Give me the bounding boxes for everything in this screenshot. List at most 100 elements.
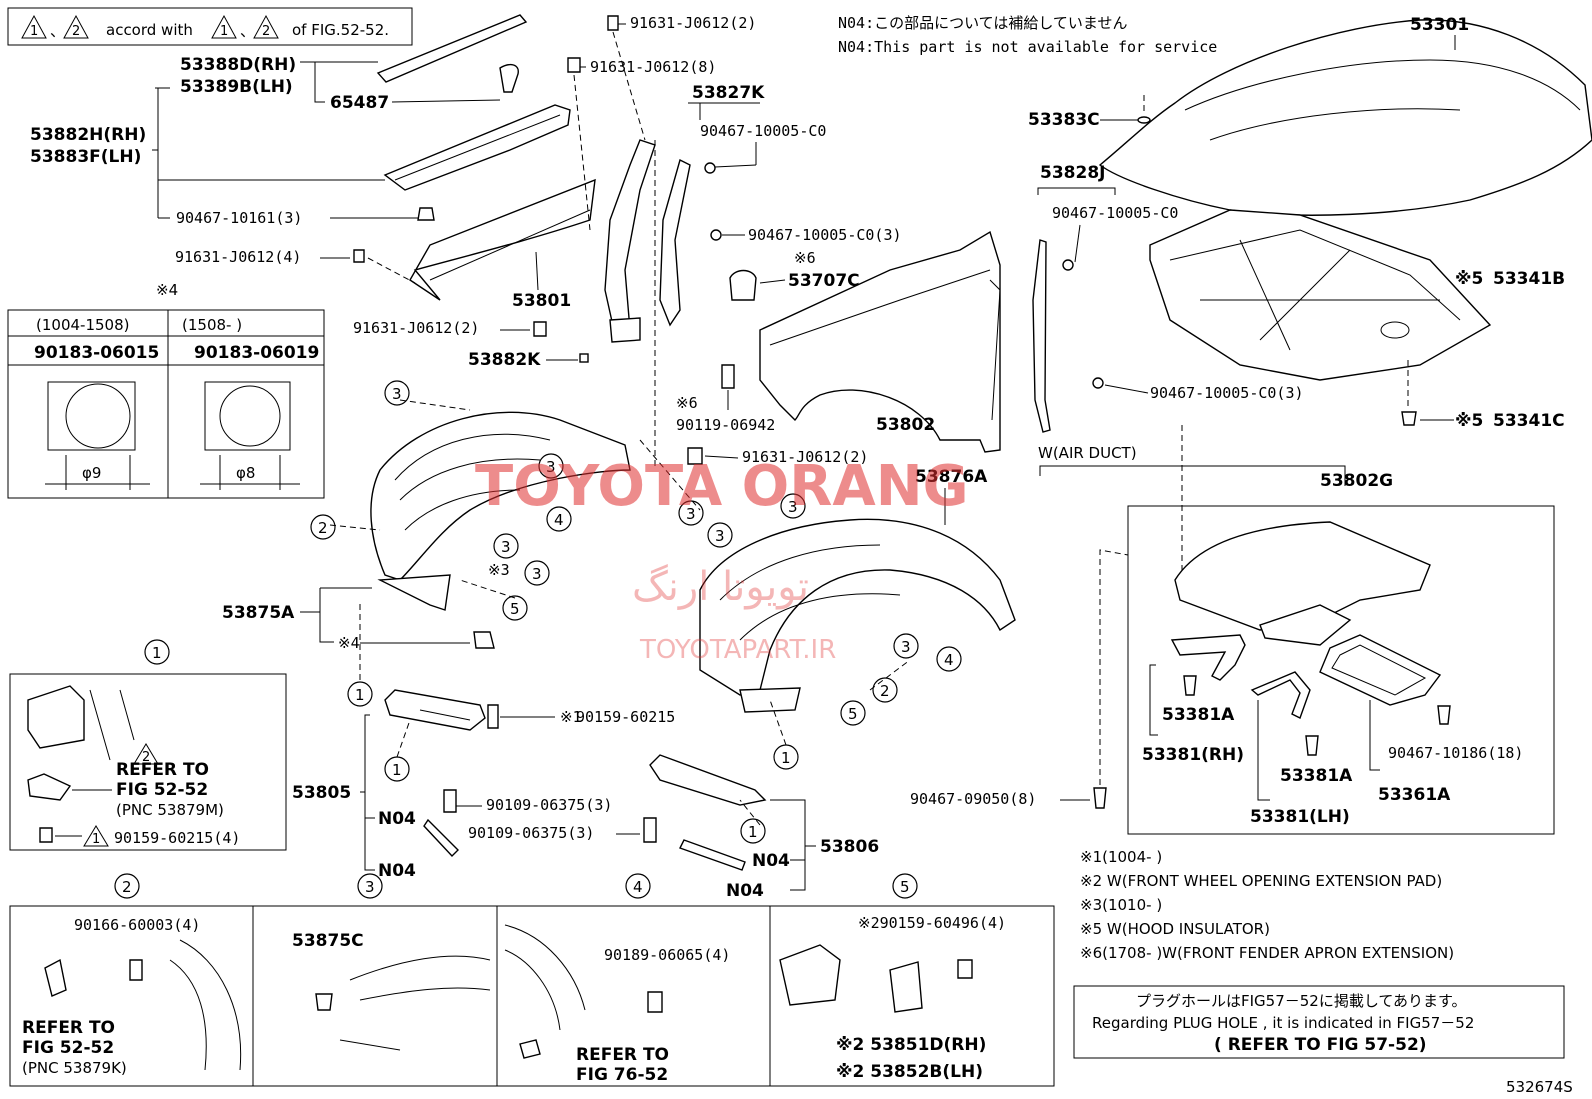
- clip-icon: [1092, 377, 1104, 389]
- bolt-icon: [487, 704, 499, 729]
- detail2-number: 2: [122, 878, 132, 896]
- fender-bracket: [604, 139, 656, 343]
- label-53381A-1: 53381A: [1162, 705, 1235, 725]
- triangle-1-number: 1: [30, 24, 38, 39]
- header-note: 1 、 2 accord with 1 、 2 of FIG.52-52.: [7, 7, 413, 46]
- callout-2: 2: [880, 682, 890, 700]
- nut-icon: [647, 991, 663, 1013]
- note-90119: ※6: [676, 394, 698, 412]
- detail1-number: 1: [152, 644, 162, 662]
- label-90467-10005-C0: 90467-10005-C0: [700, 122, 826, 140]
- triangle-2-ref-icon: [133, 743, 159, 765]
- label-53876A: 53876A: [915, 467, 988, 487]
- label-90467-10005-C0-3: 90467-10005-C0(3): [748, 226, 902, 244]
- label-53388D: 53388D(RH): [180, 55, 296, 75]
- detail1-part: 90159-60215(4): [114, 829, 240, 847]
- bolt-icon: [567, 57, 581, 73]
- detail1-refer: REFER TO: [116, 760, 209, 780]
- detail1-triangle-b: 1: [92, 832, 100, 847]
- label-53801: 53801: [512, 291, 571, 311]
- footnote-3: ※3(1010- ): [1080, 896, 1162, 914]
- detail3-number: 3: [365, 878, 375, 896]
- svg-text:、: 、: [240, 22, 255, 40]
- table4-col2-part: 90183-06019: [194, 343, 319, 363]
- detail5-lh: ※2 53852B(LH): [836, 1062, 983, 1082]
- air-duct-box: [1127, 505, 1555, 835]
- note-53341C: ※5: [1455, 411, 1483, 431]
- triangle-2-number: 2: [72, 24, 80, 39]
- clip-icon: [417, 207, 435, 221]
- n04-note-jp: N04:この部品については補給していません: [838, 14, 1127, 32]
- label-90467-10186: 90467-10186(18): [1388, 744, 1523, 762]
- callouts: 3 3 3 4 2 3 3 5 3 3 3 4 2 5 1 1 1 1: [310, 380, 962, 844]
- callout-3: 3: [392, 385, 402, 403]
- n04-note-en: N04:This part is not available for servi…: [838, 38, 1217, 56]
- callout-4: 4: [944, 651, 954, 669]
- detail3-part: 53875C: [292, 931, 364, 951]
- seal-lh: [1250, 671, 1311, 719]
- clip-icon: [1305, 735, 1319, 756]
- detail4-part: 90189-06065(4): [604, 946, 730, 964]
- label-53383C: 53383C: [1028, 110, 1100, 130]
- detail4-number: 4: [633, 878, 643, 896]
- screw-icon: [721, 364, 735, 389]
- table4-col2-range: (1508- ): [182, 316, 242, 334]
- watermark-persian: تویوتا ارنگ: [632, 564, 809, 610]
- fender-apron-seal: [383, 104, 571, 191]
- label-air-duct: W(AIR DUCT): [1038, 444, 1137, 462]
- footnote-1: ※1(1004- ): [1080, 848, 1162, 866]
- plug-note-jp: プラグホールはFIG57－52に掲載してあります。: [1136, 992, 1466, 1010]
- detail1-triangle: 2: [142, 750, 150, 765]
- fender-liner-rear: [699, 518, 1016, 713]
- detail1-fig: FIG 52-52: [116, 780, 208, 800]
- bolt-icon: [443, 789, 457, 813]
- fender-top-moulding: [376, 14, 528, 83]
- svg-text:、: 、: [50, 22, 65, 40]
- label-n04-c: N04: [752, 851, 790, 871]
- label-53381-rh: 53381(RH): [1142, 745, 1244, 765]
- bolt-icon: [687, 447, 703, 465]
- callout-2: 2: [318, 519, 328, 537]
- label-90467-10005-C0-3b: 90467-10005-C0(3): [1150, 384, 1304, 402]
- callout-3: 3: [501, 538, 511, 556]
- hood-insulator: [1149, 209, 1492, 381]
- label-90467-09050: 90467-09050(8): [910, 790, 1036, 808]
- callout-5: 5: [848, 705, 858, 723]
- detail5-part: ※290159-60496(4): [858, 914, 1006, 932]
- bolt-icon: [39, 827, 53, 843]
- bolt-icon: [643, 817, 657, 843]
- plug-note-en: Regarding PLUG HOLE , it is indicated in…: [1092, 1014, 1474, 1032]
- under-cover-rear: [649, 754, 767, 806]
- detail5-number: 5: [900, 878, 910, 896]
- duct-frame: [1319, 634, 1442, 706]
- callout-3: 3: [686, 505, 696, 523]
- footnote-6: ※6(1708- )W(FRONT FENDER APRON EXTENSION…: [1080, 944, 1454, 962]
- label-53341B: 53341B: [1493, 269, 1565, 289]
- fender-seal: [1032, 239, 1051, 433]
- triangle-2b-number: 2: [262, 24, 270, 39]
- label-53828J: 53828J: [1040, 163, 1105, 183]
- seal-rh: [1170, 634, 1246, 681]
- triangle-1-ref-icon: [83, 825, 109, 847]
- callout-4: 4: [554, 511, 564, 529]
- table4-col1-part: 90183-06015: [34, 343, 159, 363]
- note-x4: ※4: [338, 634, 360, 652]
- clip-icon: [1183, 675, 1197, 696]
- label-91631-J0612-2c: 91631-J0612(2): [742, 448, 868, 466]
- detail-panels-box: [9, 905, 1055, 1087]
- clip-icon: [473, 631, 495, 649]
- label-n04-d: N04: [726, 881, 764, 901]
- bolt-icon: [607, 15, 619, 31]
- label-53361A: 53361A: [1378, 785, 1451, 805]
- note-53341B: ※5: [1455, 269, 1483, 289]
- footnote-2: ※2 W(FRONT WHEEL OPENING EXTENSION PAD): [1080, 872, 1442, 890]
- callout-1: 1: [748, 823, 758, 841]
- table4: (1004-1508) (1508- ) 90183-06015 90183-0…: [7, 309, 325, 499]
- detail5-rh: ※2 53851D(RH): [836, 1035, 986, 1055]
- detail2-fig: FIG 52-52: [22, 1038, 114, 1058]
- clip-icon: [1062, 259, 1074, 271]
- label-90109-06375-b: 90109-06375(3): [468, 824, 594, 842]
- label-90109-06375-a: 90109-06375(3): [486, 796, 612, 814]
- label-90467-10161: 90467-10161(3): [176, 209, 302, 227]
